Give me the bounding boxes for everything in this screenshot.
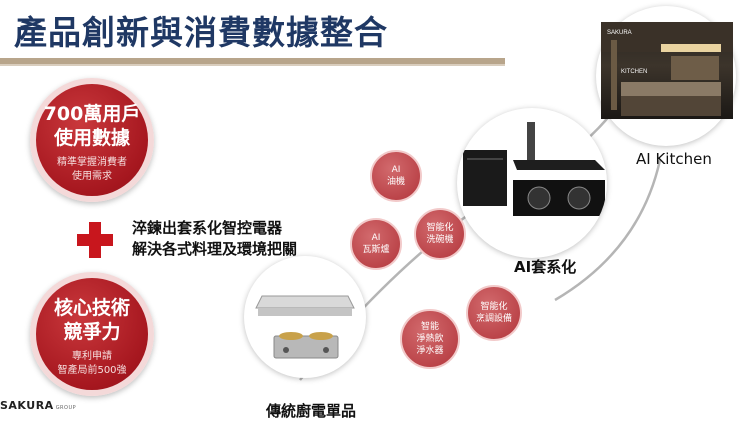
title-underline: [0, 58, 505, 64]
ai-set-product-circle: [457, 108, 607, 258]
core-tech-head-1: 核心技術: [53, 297, 130, 319]
user-data-sub-1: 精準掌握消費者: [57, 157, 127, 168]
plus-text-line-1: 淬鍊出套系化智控電器: [132, 219, 283, 237]
small-circle-4-line1: 智能: [420, 322, 439, 332]
brand-suffix: GROUP: [55, 405, 77, 411]
small-circle-4-line3: 淨水器: [416, 346, 444, 356]
core-tech-circle: 核心技術 競爭力 專利申請 智產局前500強: [30, 272, 154, 396]
plus-icon: [77, 222, 113, 258]
core-tech-sub-1: 專利申請: [72, 351, 112, 362]
title-underline-thin: [0, 64, 505, 66]
ai-kitchen-label: AI Kitchen: [636, 150, 712, 168]
page-title: 產品創新與消費數據整合: [14, 13, 388, 52]
traditional-product-label: 傳統廚電單品: [266, 402, 357, 420]
photo-sign-text: KITCHEN: [621, 69, 647, 75]
small-circle-0-line1: AI: [391, 165, 401, 175]
core-tech-sub-2: 智產局前500強: [57, 365, 127, 376]
user-data-head-2: 使用數據: [53, 127, 130, 149]
brand-name: SAKURA: [0, 399, 54, 412]
traditional-product-circle: [244, 256, 366, 378]
smart-dishwasher-circle: 智能化 洗碗機: [414, 208, 466, 260]
ai-range-hood-circle: AI 油機: [370, 150, 422, 202]
ai-kitchen-photo: SAKURA KITCHEN: [601, 22, 733, 119]
plus-text-line-2: 解決各式料理及環境把關: [132, 240, 298, 258]
smart-water-circle: 智能 淨熱飲 淨水器: [400, 309, 460, 369]
ai-appliance-set-image: [463, 122, 605, 216]
core-tech-head-2: 競爭力: [63, 321, 121, 343]
range-hood-gas-stove-image: [255, 295, 355, 359]
small-circle-3-line2: 烹調設備: [475, 314, 512, 324]
ai-gas-stove-circle: AI 瓦斯爐: [350, 218, 402, 270]
photo-brand-text: SAKURA: [607, 30, 632, 36]
smart-cooking-circle: 智能化 烹調設備: [466, 285, 522, 341]
small-circle-2-line2: 瓦斯爐: [362, 245, 390, 255]
ai-set-label: AI套系化: [514, 258, 577, 276]
user-data-circle: 700萬用戶 使用數據 精準掌握消費者 使用需求: [30, 78, 154, 202]
small-circle-4-line2: 淨熱飲: [416, 334, 444, 344]
small-circle-0-line2: 油機: [386, 177, 405, 187]
small-circle-1-line1: 智能化: [426, 223, 454, 233]
small-circle-3-line1: 智能化: [480, 302, 508, 312]
small-circle-1-line2: 洗碗機: [426, 235, 454, 245]
user-data-sub-2: 使用需求: [72, 171, 112, 182]
user-data-head-1: 700萬用戶: [43, 103, 141, 125]
small-circle-2-line1: AI: [371, 233, 381, 243]
plus-description: 淬鍊出套系化智控電器 解決各式料理及環境把關: [132, 218, 297, 260]
